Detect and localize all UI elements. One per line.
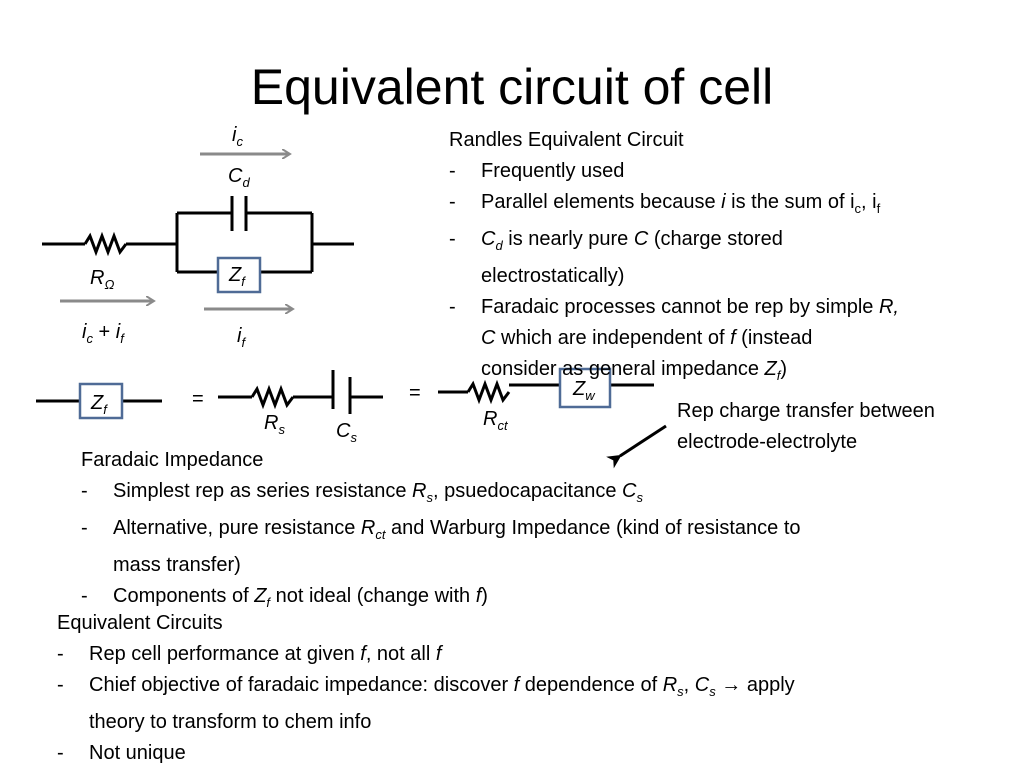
randles-circuit: [42, 196, 354, 274]
label-ic-plus-if: ic + if: [82, 321, 124, 346]
randles-bullet-3: -Cd is nearly pure C (charge stored: [449, 228, 783, 253]
zf-box-left: [78, 382, 124, 420]
pointer-arrow: [606, 424, 667, 469]
randles-bullet-4: -Faradaic processes cannot be rep by sim…: [449, 296, 899, 318]
faradaic-bullet-3: -Components of Zf not ideal (change with…: [81, 585, 488, 610]
randles-bullet-2: -Parallel elements because i is the sum …: [449, 191, 881, 216]
faradaic-bullet-2-cont: mass transfer): [113, 554, 241, 576]
resistor-rs: [250, 384, 295, 410]
resistor-r-omega: [83, 231, 128, 257]
faradaic-bullet-1: -Simplest rep as series resistance Rs, p…: [81, 480, 643, 505]
equiv-bullet-2-cont: theory to transform to chem info: [89, 711, 372, 733]
label-rct: Rct: [483, 408, 508, 433]
resistor-rct: [466, 379, 511, 405]
charge-transfer-note: Rep charge transfer between electrode-el…: [677, 396, 1007, 458]
label-zf-top: Zf: [229, 264, 245, 289]
randles-bullet-3-cont: electrostatically): [481, 265, 625, 287]
randles-heading: Randles Equivalent Circuit: [449, 129, 684, 151]
randles-bullet-1: -Frequently used: [449, 160, 625, 182]
zw-box: [558, 367, 612, 409]
randles-bullet-4-cont-2: consider as general impedance Zf): [481, 358, 788, 383]
faradaic-bullet-2: -Alternative, pure resistance Rct and Wa…: [81, 517, 801, 542]
zf-box-top: [216, 256, 262, 294]
faradaic-text-block: Faradaic Impedance -Simplest rep as seri…: [81, 445, 1001, 618]
equals-sign-1: =: [192, 388, 204, 410]
label-r-omega: RΩ: [90, 267, 115, 292]
note-line-2: electrode-electrolyte: [677, 431, 858, 453]
label-if: if: [237, 325, 246, 350]
label-rs: Rs: [264, 412, 285, 437]
note-line-1: Rep charge transfer between: [677, 400, 935, 422]
randles-bullet-4-cont-1: C which are independent of f (instead: [481, 327, 813, 349]
equals-sign-2: =: [409, 382, 421, 404]
equiv-bullet-1: -Rep cell performance at given f, not al…: [57, 643, 442, 665]
label-cd: Cd: [228, 165, 250, 190]
faradaic-heading: Faradaic Impedance: [81, 449, 264, 471]
randles-text-block: Randles Equivalent Circuit -Frequently u…: [449, 125, 1009, 391]
label-ic: ic: [232, 124, 243, 149]
label-zw: Zw: [573, 378, 595, 403]
equiv-bullet-3: -Not unique: [57, 742, 186, 764]
page-title: Equivalent circuit of cell: [250, 59, 774, 115]
equiv-heading: Equivalent Circuits: [57, 612, 223, 634]
label-zf-left: Zf: [91, 392, 107, 417]
right-arrow-icon: →: [715, 674, 747, 696]
equivalent-circuits-block: Equivalent Circuits -Rep cell performanc…: [57, 608, 997, 769]
label-cs: Cs: [336, 420, 357, 445]
equiv-bullet-2: -Chief objective of faradaic impedance: …: [57, 674, 795, 699]
